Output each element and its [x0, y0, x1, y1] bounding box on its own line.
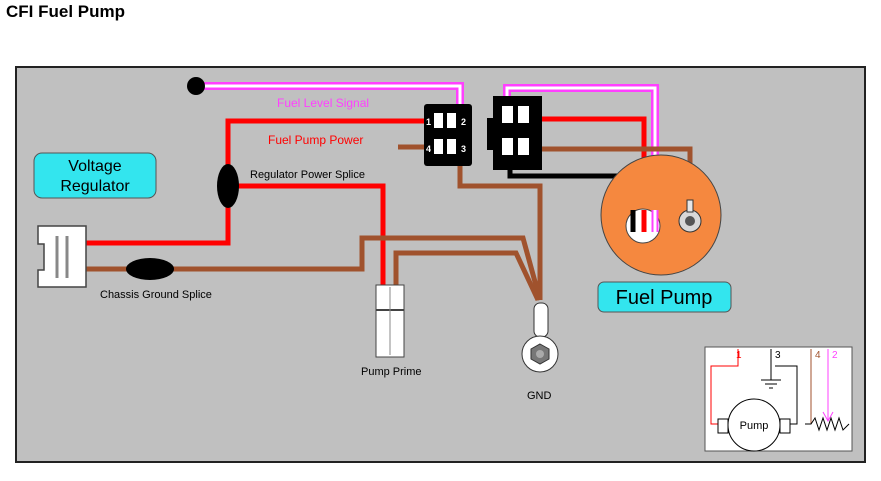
inset-pump-label: Pump — [740, 420, 769, 432]
voltage-regulator-line1: Voltage — [68, 158, 121, 175]
fuel-pump-text: Fuel Pump — [616, 287, 713, 309]
pump-prime-power-wire — [228, 183, 386, 288]
chassis-ground-splice-label: Chassis Ground Splice — [100, 289, 212, 301]
chassis-ground-splice — [126, 258, 174, 280]
inset-pin-2: 2 — [832, 350, 838, 361]
pump-prime-connector — [375, 284, 405, 358]
connector-pin-3: 3 — [461, 144, 466, 154]
fuel-level-signal-wire — [196, 82, 464, 112]
pump-prime-label: Pump Prime — [361, 366, 422, 378]
fuel-pump-body — [600, 154, 722, 276]
voltage-regulator-label: Voltage Regulator — [33, 152, 157, 199]
connector-pin-1: 1 — [426, 117, 431, 127]
regulator-power-splice — [217, 164, 239, 208]
signal-terminal-dot — [187, 77, 205, 95]
chassis-ground-wire — [86, 235, 543, 301]
connector-pin-4: 4 — [426, 144, 431, 154]
gnd-label: GND — [527, 390, 552, 402]
regulator-power-splice-label: Regulator Power Splice — [250, 169, 365, 181]
voltage-regulator-line2: Regulator — [60, 178, 130, 195]
fuel-pump-power-label: Fuel Pump Power — [268, 133, 363, 147]
inset-pin-4: 4 — [815, 350, 821, 361]
fuel-level-signal-label: Fuel Level Signal — [277, 96, 369, 110]
inset-pin-3: 3 — [775, 350, 781, 361]
connector-pin-2: 2 — [461, 117, 466, 127]
mating-connector — [487, 96, 542, 170]
inset-pin-1: 1 — [736, 350, 742, 361]
pump-prime-ground-wire — [393, 250, 541, 302]
main-connector: 1 2 4 3 — [424, 104, 472, 166]
ground-terminal — [521, 302, 559, 373]
ground-return-wire — [457, 165, 543, 300]
fuel-pump-label: Fuel Pump — [597, 281, 732, 313]
voltage-regulator-connector — [37, 225, 87, 288]
schematic-inset: Pump 1 3 4 2 — [704, 346, 853, 452]
page-title: CFI Fuel Pump — [6, 2, 125, 21]
